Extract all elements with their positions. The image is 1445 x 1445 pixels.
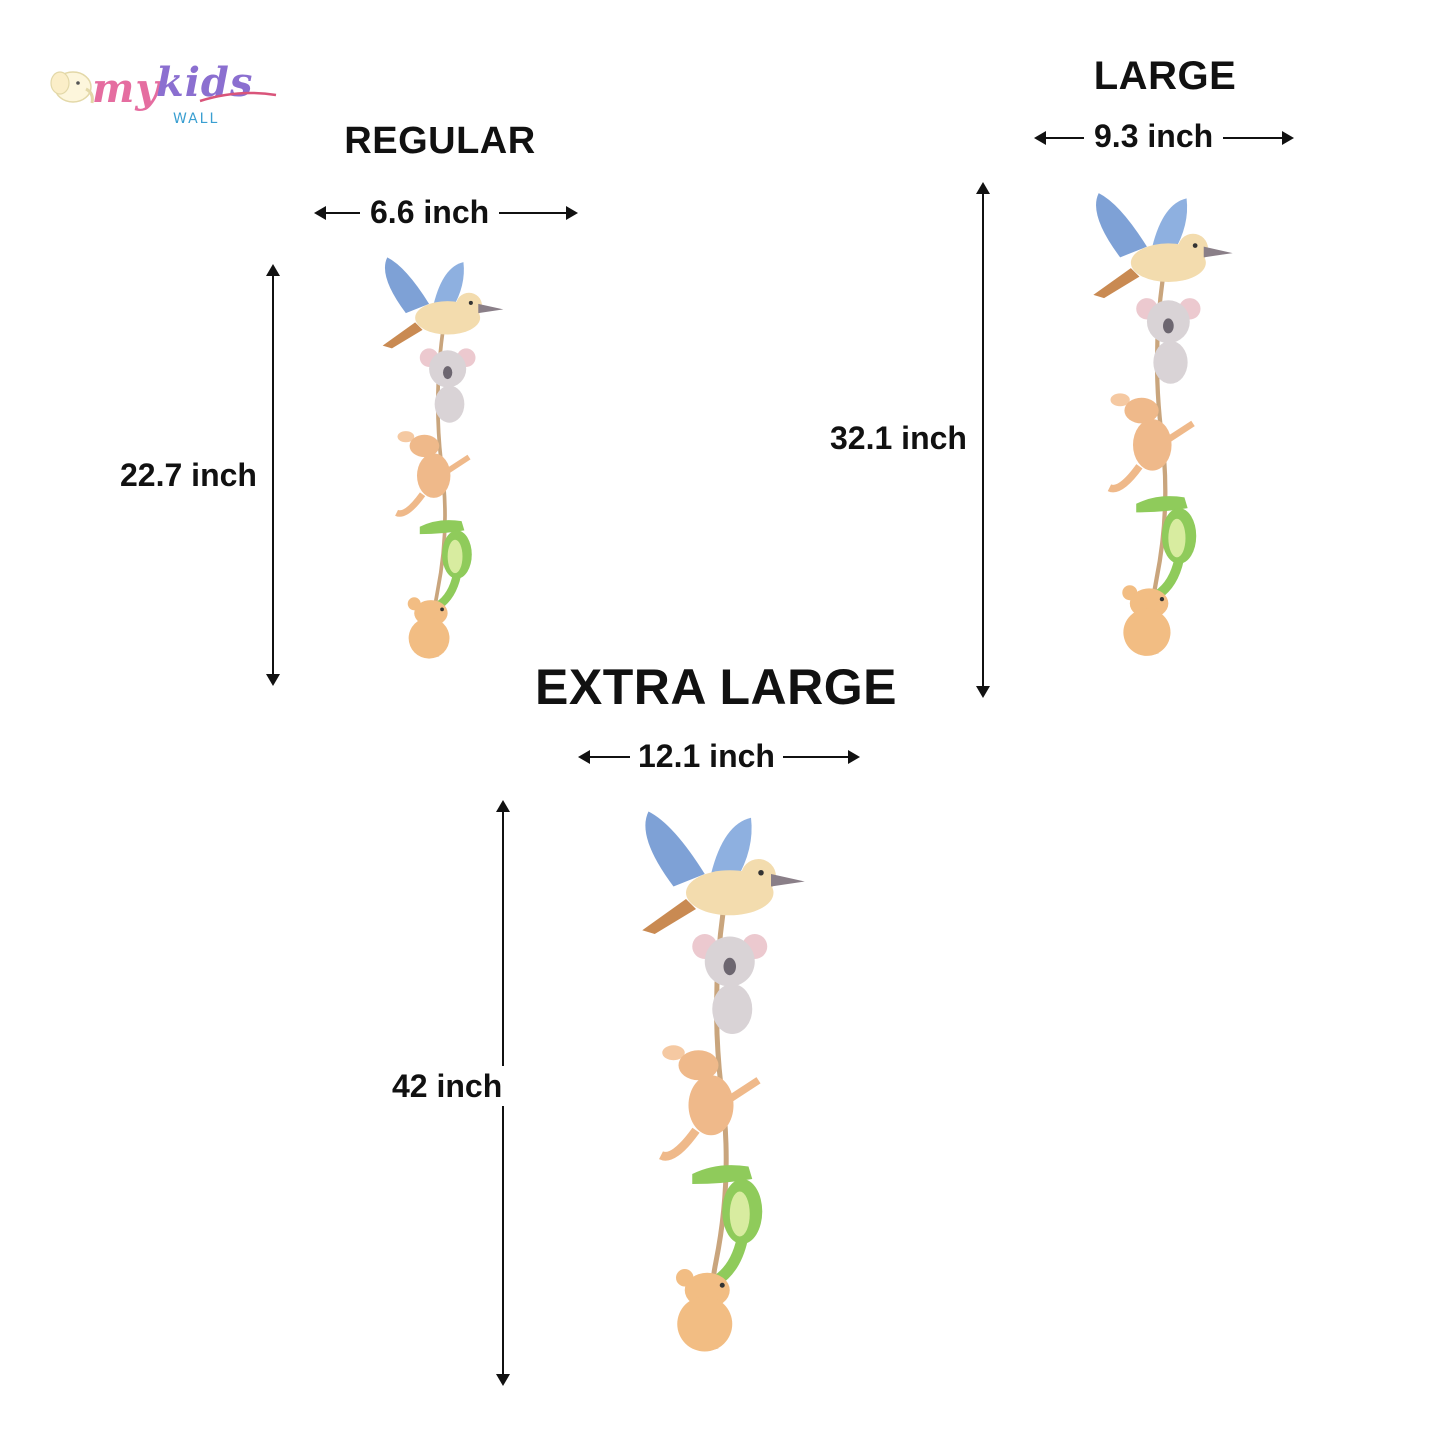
width-label-extra-large: 12.1 inch	[630, 740, 783, 772]
width-label-regular: 6.6 inch	[360, 196, 500, 228]
brand-sub: WALL	[173, 111, 220, 127]
illustration-large	[1088, 182, 1238, 697]
height-arrow-down	[976, 686, 990, 698]
height-arrow-up	[496, 800, 510, 812]
brand-word-a: my	[92, 65, 160, 112]
size-title-large: LARGE	[1093, 54, 1237, 98]
width-arrow-left	[314, 206, 326, 220]
width-arrow-left	[1034, 131, 1046, 145]
size-title-extra-large: EXTRA LARGE	[535, 659, 897, 715]
height-label-large: 32.1 inch	[824, 418, 973, 458]
brand-logo: my kids WALL	[48, 55, 278, 130]
height-label-extra-large: 42 inch	[386, 1066, 509, 1106]
width-arrow-right	[848, 750, 860, 764]
height-arrow-up	[976, 182, 990, 194]
size-title-regular: REGULAR	[344, 120, 536, 162]
width-arrow-right	[566, 206, 578, 220]
height-line-regular	[272, 272, 274, 680]
height-arrow-down	[266, 674, 280, 686]
elephant-icon	[50, 71, 94, 104]
width-label-large: 9.3 inch	[1084, 120, 1224, 152]
height-line-large	[982, 190, 984, 692]
illustration-extra-large	[636, 804, 811, 1394]
illustration-regular	[378, 256, 508, 686]
brand-swoosh	[199, 91, 277, 103]
height-label-regular: 22.7 inch	[114, 455, 263, 495]
width-arrow-right	[1282, 131, 1294, 145]
height-arrow-down	[496, 1374, 510, 1386]
brand-word-b: kids	[156, 59, 254, 106]
width-arrow-left	[578, 750, 590, 764]
height-arrow-up	[266, 264, 280, 276]
